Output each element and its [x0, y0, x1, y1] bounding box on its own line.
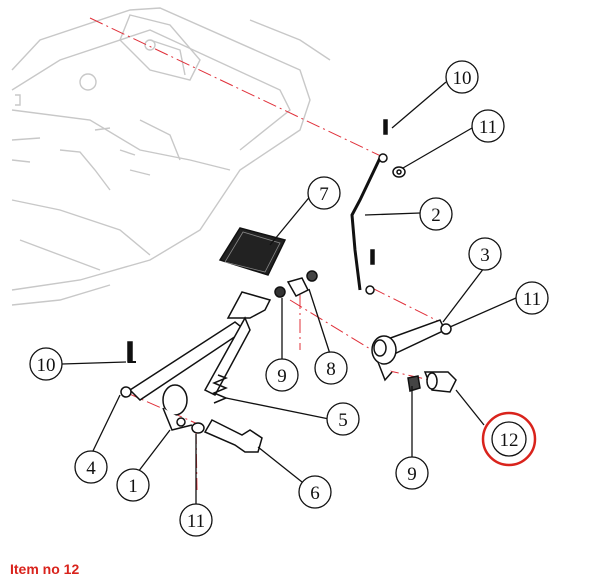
callout-c8: 8	[314, 351, 348, 385]
callout-c6: 6	[298, 475, 332, 509]
svg-text:11: 11	[523, 289, 541, 310]
svg-text:7: 7	[319, 184, 329, 205]
callout-c9b: 9	[395, 456, 429, 490]
svg-text:1: 1	[128, 476, 138, 497]
svg-text:3: 3	[480, 245, 490, 266]
svg-text:2: 2	[431, 205, 441, 226]
callout-c7: 7	[307, 176, 341, 210]
callout-c2: 2	[419, 197, 453, 231]
item-caption: Item no 12	[10, 561, 80, 577]
svg-text:9: 9	[277, 366, 287, 387]
callout-c3: 3	[468, 237, 502, 271]
svg-text:11: 11	[187, 511, 205, 532]
svg-text:10: 10	[453, 68, 472, 89]
callout-c11c: 11	[179, 503, 213, 537]
callout-c5: 5	[326, 402, 360, 436]
linkage-rod	[350, 157, 382, 291]
svg-text:5: 5	[338, 410, 348, 431]
callout-c4: 4	[74, 450, 108, 484]
svg-text:9: 9	[407, 464, 417, 485]
svg-text:10: 10	[37, 355, 56, 376]
callout-c12: 12	[481, 411, 537, 467]
callout-c1: 1	[116, 468, 150, 502]
callout-c11b: 11	[515, 281, 549, 315]
svg-text:11: 11	[479, 117, 497, 138]
svg-text:12: 12	[500, 430, 519, 451]
brake-pedal-parts	[120, 119, 457, 453]
leader-lines	[61, 81, 517, 506]
chassis-frame	[11, 7, 331, 306]
exploded-parts-diagram: 10 11 7 2 3 11 10 9 8 5 4 1	[11, 7, 549, 537]
svg-text:4: 4	[86, 458, 96, 479]
callout-c10a: 10	[445, 60, 479, 94]
svg-text:6: 6	[310, 483, 320, 504]
callout-c9a: 9	[265, 358, 299, 392]
callout-c11a: 11	[471, 109, 505, 143]
callout-c10b: 10	[29, 347, 63, 381]
svg-text:8: 8	[326, 359, 336, 380]
